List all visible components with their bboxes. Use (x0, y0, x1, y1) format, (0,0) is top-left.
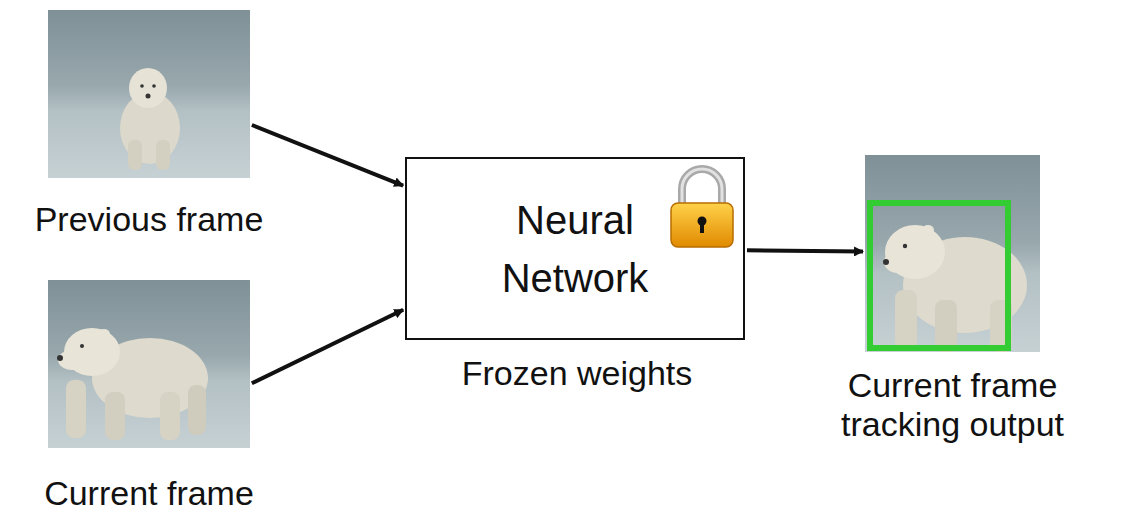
frame-caption: Current frame (8, 474, 290, 513)
tracking-output-image (865, 155, 1040, 352)
node-caption: Frozen weights (407, 354, 747, 393)
arrow-connector (747, 250, 863, 251)
frame-caption: Current frame tracking output (812, 366, 1094, 444)
lock-icon (667, 165, 737, 249)
network-box: Neural NetworkFrozen weights (405, 157, 745, 340)
video-frame: Current frame tracking output (865, 155, 1040, 352)
frame-caption: Previous frame (8, 200, 290, 239)
video-frame: Current frame (48, 280, 250, 448)
tracking-box (870, 203, 1008, 348)
current-frame-image (48, 280, 250, 448)
arrow-connector (252, 310, 403, 384)
previous-frame-image (48, 10, 250, 178)
arrow-connector (252, 125, 403, 186)
node-label: Neural Network (470, 191, 680, 307)
video-frame: Previous frame (48, 10, 250, 178)
